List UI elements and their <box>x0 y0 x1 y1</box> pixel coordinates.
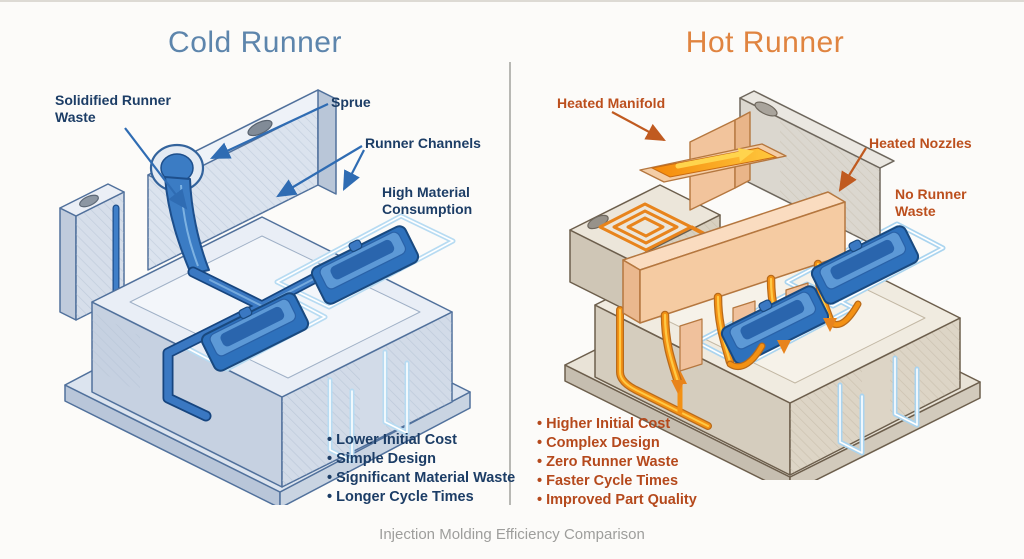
hot-stream-arrowheads <box>671 318 837 394</box>
hot-bullet-4: Faster Cycle Times <box>537 472 697 491</box>
label-solidified-runner-waste: Solidified Runner Waste <box>55 92 171 126</box>
cold-left-clamp-plate <box>59 183 125 321</box>
hot-bullet-1: Higher Initial Cost <box>537 415 697 434</box>
flow-arrow <box>675 151 743 169</box>
diagram-caption: Injection Molding Efficiency Comparison <box>379 526 645 543</box>
hot-bullet-3: Zero Runner Waste <box>537 453 697 472</box>
hot-runner-title: Hot Runner <box>685 26 845 59</box>
hot-bullet-2: Complex Design <box>537 434 697 453</box>
label-no-runner-waste: No Runner Waste <box>895 186 967 220</box>
hot-manifold-channel <box>639 143 787 183</box>
cold-runner-bullet-list: Lower Initial Cost Simple Design Signifi… <box>327 431 515 507</box>
sprue-arrow <box>210 103 329 159</box>
label-heated-manifold: Heated Manifold <box>557 95 666 111</box>
hot-molded-part-right <box>810 225 920 305</box>
heated-manifold-arrow <box>611 111 666 142</box>
label-high-material-consumption: High Material Consumption <box>382 184 473 218</box>
runner-channels-arrow-1 <box>276 145 363 198</box>
solidified-waste-arrow <box>124 127 188 210</box>
cold-bullet-2: Simple Design <box>327 450 515 469</box>
cold-cooling-channels <box>182 213 456 464</box>
bolt-hole <box>754 101 778 117</box>
cold-bullet-4: Longer Cycle Times <box>327 488 515 507</box>
label-runner-channels: Runner Channels <box>365 135 481 151</box>
heated-nozzles-arrow <box>838 147 867 192</box>
center-divider <box>509 62 511 505</box>
hot-runner-bullet-list: Higher Initial Cost Complex Design Zero … <box>537 415 697 510</box>
cold-runner-title: Cold Runner <box>168 26 342 59</box>
cold-molded-part-right <box>310 225 420 305</box>
label-heated-nozzles: Heated Nozzles <box>869 135 972 151</box>
runner-channels-arrow-2 <box>342 149 365 191</box>
label-sprue: Sprue <box>331 94 371 110</box>
flow-arrowhead <box>738 148 754 162</box>
hot-manifold-bar <box>622 191 846 324</box>
cold-bullet-3: Significant Material Waste <box>327 469 515 488</box>
hot-bullet-5: Improved Part Quality <box>537 491 697 510</box>
cold-molded-part-left <box>200 292 310 372</box>
bolt-hole <box>79 194 99 208</box>
hot-runner-diagram <box>564 90 981 480</box>
cold-bullet-1: Lower Initial Cost <box>327 431 515 450</box>
bolt-hole <box>247 119 273 137</box>
